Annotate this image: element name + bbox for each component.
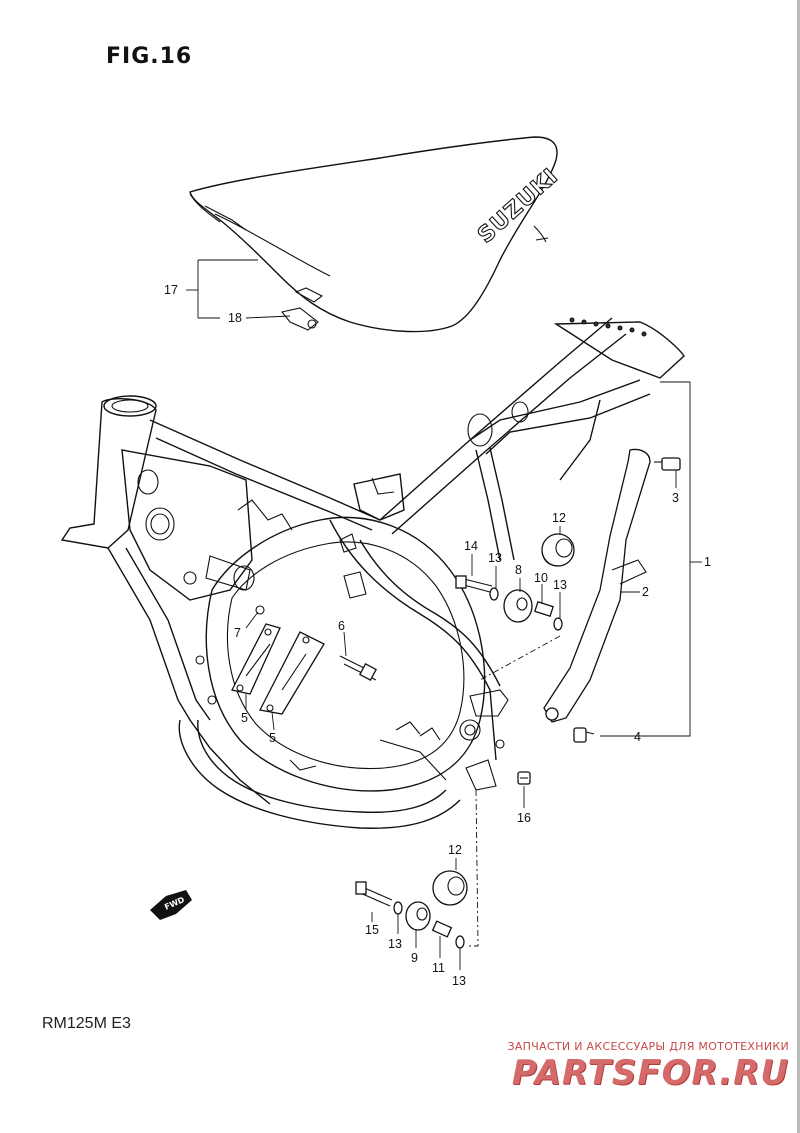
callout-13-lower-left: 13 [388, 937, 402, 951]
seat-brand-text: SUZUKI [473, 164, 563, 249]
callout-16: 16 [517, 811, 531, 825]
bolt-4 [573, 727, 595, 743]
watermark-subtitle: ЗАПЧАСТИ И АКСЕССУАРЫ ДЛЯ МОТОТЕХНИКИ [507, 1040, 789, 1053]
callout-18: 18 [228, 311, 242, 325]
rear-loop-holes [569, 317, 647, 337]
seat-fastener [281, 307, 319, 331]
callout-13-upper-left: 13 [488, 551, 502, 565]
washer-13-lower-left [393, 901, 403, 915]
spacer-11 [431, 920, 453, 938]
callout-14: 14 [464, 539, 478, 553]
seat-drawing: SUZUKI [189, 136, 564, 333]
washer-13-upper-right [553, 617, 563, 631]
callout-12-upper: 12 [552, 511, 566, 525]
leader-lines [186, 259, 702, 970]
bolt-6 [339, 655, 377, 681]
callout-5a: 5 [241, 711, 248, 725]
callout-6: 6 [338, 619, 345, 633]
callout-15: 15 [365, 923, 379, 937]
watermark-brand: PARTSFOR.RU [511, 1053, 789, 1093]
collar-8 [503, 589, 533, 623]
spacer-10 [534, 600, 554, 618]
main-frame-drawing [60, 317, 685, 829]
model-code: RM125M E3 [42, 1015, 131, 1032]
callout-11: 11 [432, 961, 445, 975]
page-edge [797, 0, 800, 1133]
washer-13-lower-right [455, 935, 465, 949]
engine-mount-plate-right [259, 631, 325, 715]
callout-4: 4 [634, 730, 641, 744]
callout-3: 3 [672, 491, 679, 505]
callout-5b: 5 [269, 731, 276, 745]
callout-8: 8 [515, 563, 522, 577]
washer-13-upper-left [489, 587, 499, 601]
figure-title: FIG.16 [106, 44, 193, 69]
engine-mount-plate-left [231, 623, 281, 695]
callout-13-upper-right: 13 [553, 578, 567, 592]
nut-16 [517, 771, 531, 785]
callout-13-lower-right: 13 [452, 974, 466, 988]
bushing-12-lower [432, 870, 468, 906]
rear-side-bracket [543, 448, 651, 723]
collar-9 [405, 901, 431, 931]
bolt-14 [455, 575, 493, 593]
callout-17: 17 [164, 283, 178, 297]
callout-9: 9 [411, 951, 418, 965]
bolt-3 [654, 457, 681, 471]
fwd-arrow-icon: FWD [150, 890, 192, 920]
callout-10: 10 [534, 571, 548, 585]
callout-1: 1 [704, 555, 711, 569]
bolt-15 [355, 881, 393, 907]
callout-labels: 1 2 3 4 5 5 6 7 8 9 10 11 12 12 13 13 13… [164, 283, 711, 988]
callout-7: 7 [234, 626, 241, 640]
callout-2: 2 [642, 585, 649, 599]
bushing-12-upper [541, 533, 575, 567]
callout-12-lower: 12 [448, 843, 462, 857]
